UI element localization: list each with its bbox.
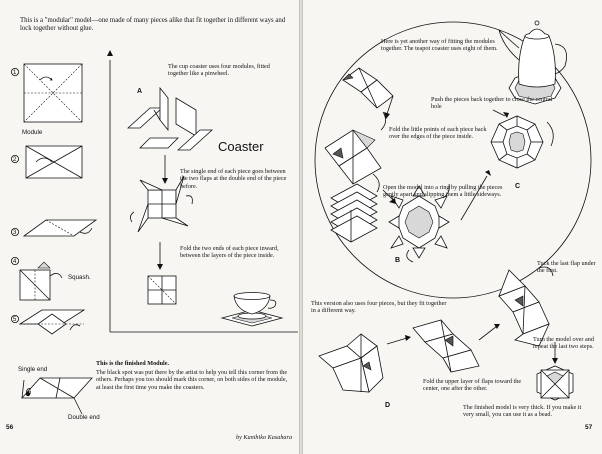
octagon-ring-c — [490, 115, 554, 169]
fold-points-text: Fold the little points of each piece bac… — [389, 126, 487, 141]
teacup-illustration — [220, 292, 284, 327]
push-text: Push the pieces back together to close t… — [431, 96, 553, 111]
step4-shape — [19, 261, 63, 301]
pinwheel-right — [498, 269, 550, 347]
single-end-label: Single end — [18, 366, 48, 373]
step-number-2: 2 — [13, 157, 17, 163]
step1-square — [23, 63, 83, 123]
step-number-4: 4 — [13, 259, 17, 265]
step-number-1: 1 — [13, 70, 17, 76]
pinwheel-assembled — [130, 175, 193, 233]
bead-finished — [536, 365, 574, 401]
right-page-number: 57 — [585, 424, 593, 431]
ring-stack-diagram — [330, 183, 378, 243]
pinwheel-a — [126, 86, 214, 151]
fold-ends-instruction: Fold the two ends of each piece inward, … — [180, 245, 279, 260]
open-model-text: Open the model into a ring by pulling th… — [383, 184, 503, 199]
guide-arrow — [107, 50, 113, 56]
step6-module — [21, 377, 93, 415]
step5-shape — [18, 309, 86, 335]
finished-text: The black spot was put there by the arti… — [96, 369, 288, 391]
finished-heading: This is the finished Module. — [96, 360, 170, 367]
label-d: D — [385, 402, 390, 409]
tuck-text: Tuck the last flap under the first. — [537, 260, 596, 275]
four-pieces-text: This version also uses four pieces, but … — [311, 300, 447, 315]
squash-label: Squash. — [68, 274, 91, 281]
intro-text: This is a "modular" model—one made of ma… — [20, 17, 286, 32]
step-number-3: 3 — [13, 230, 17, 236]
teapot-illustration — [498, 20, 568, 105]
sequence-arrows-left — [157, 155, 168, 270]
label-b: B — [395, 257, 400, 264]
pinwheel-middle — [412, 319, 480, 373]
thick-text: The finished model is very thick. If you… — [463, 404, 582, 419]
octagon-star-b — [388, 183, 450, 263]
author-credit: by Kunihiko Kasahara — [236, 434, 293, 441]
pinwheel-d — [318, 333, 384, 393]
label-c: C — [515, 183, 520, 190]
step2-shape — [25, 145, 83, 179]
step3-shape — [22, 219, 98, 237]
fold-upper-text: Fold the upper layer of flaps toward the… — [423, 378, 522, 393]
coaster-finished — [147, 275, 177, 305]
step-number-6: 6 — [28, 390, 32, 396]
turn-text: Turn the model over and repeat the last … — [533, 336, 594, 351]
label-a: A — [137, 88, 142, 95]
module-label: Module — [22, 129, 43, 136]
sequence-arrows-right — [382, 95, 509, 221]
teapot-text: Here is yet another way of fitting the m… — [381, 38, 498, 53]
left-page: This is a "modular" model—one made of ma… — [0, 0, 299, 454]
teapot-section-circle — [314, 21, 592, 299]
coaster-title: Coaster — [218, 139, 264, 154]
left-page-number: 56 — [6, 424, 14, 431]
left-diagrams: A 1 2 3 4 5 6 — [10, 50, 298, 415]
book-gutter — [299, 0, 303, 454]
right-page: B C D Here is yet another way of fitting… — [303, 0, 602, 454]
right-diagrams: B C D — [314, 20, 592, 409]
cup-coaster-text: The cup coaster uses four modules, fitte… — [168, 63, 270, 78]
step-number-5: 5 — [13, 317, 17, 323]
lower-arrows — [386, 266, 558, 364]
single-end-instruction: The single end of each piece goes betwee… — [180, 168, 287, 190]
fold-points-diagram — [324, 129, 382, 193]
teapot-module-pieces — [342, 67, 394, 131]
double-end-label: Double end — [68, 414, 100, 421]
